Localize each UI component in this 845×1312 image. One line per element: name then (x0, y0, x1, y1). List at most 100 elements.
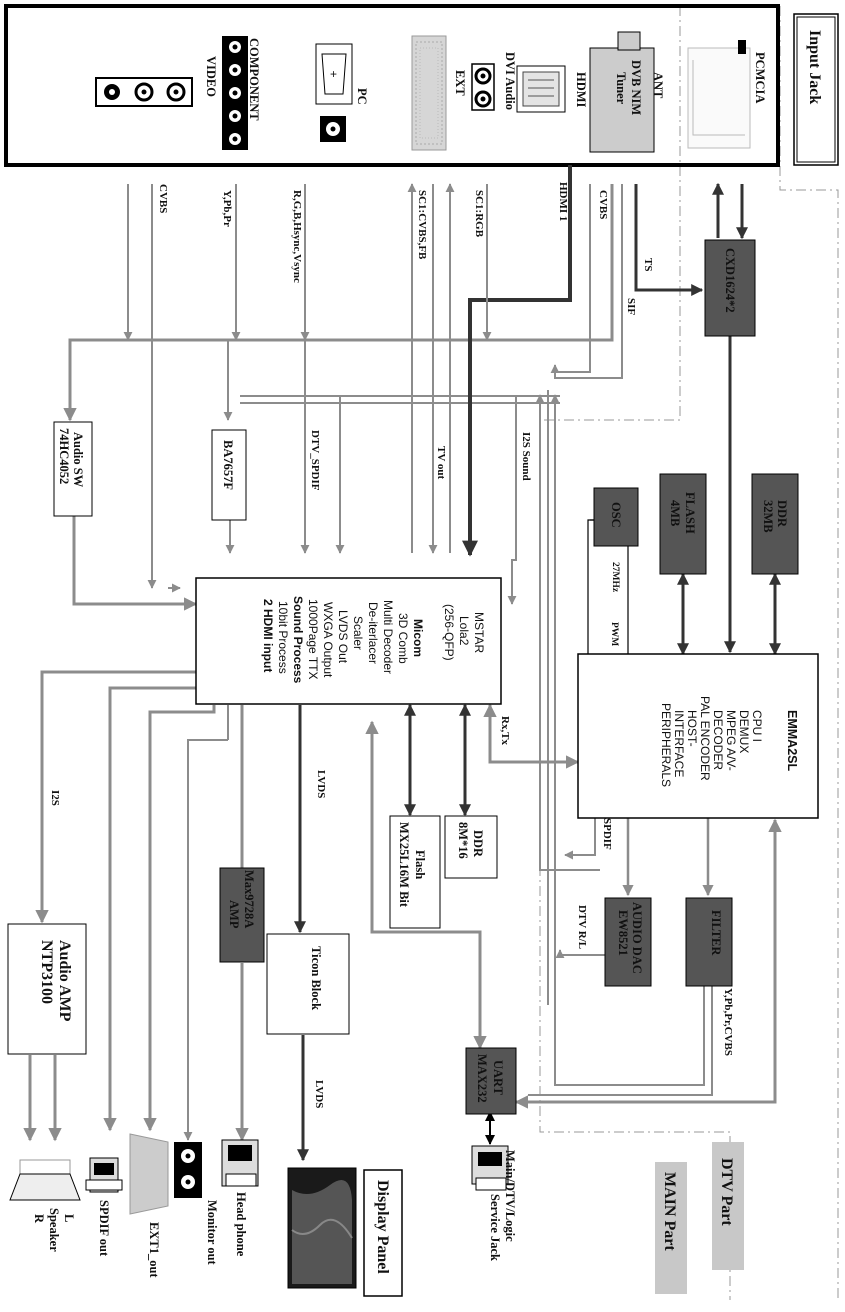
svg-text:Speaker: Speaker (47, 1208, 61, 1252)
filter-block: FILTER (685, 897, 733, 987)
display-panel: Display Panel (287, 1167, 403, 1297)
region-borders (539, 5, 839, 1300)
tuner-label-2: Tuner (614, 72, 628, 105)
uart-block: UART MAX232 (465, 1047, 517, 1115)
svg-text:CXD1624*2: CXD1624*2 (723, 248, 737, 313)
svg-text:FILTER: FILTER (709, 910, 723, 956)
ddr816-block: DDR 8M*16 (444, 815, 498, 879)
label-sc1-cvbs: SC1:CVBS,FB (416, 190, 428, 260)
svg-text:Lola2: Lola2 (457, 616, 471, 646)
svg-text:PERIPHERALS: PERIPHERALS (659, 703, 673, 787)
audio-sw-block: Audio SW 74HC4052 (53, 421, 93, 517)
ext-label: EXT (453, 70, 467, 96)
svg-text:NTP3100: NTP3100 (38, 940, 55, 1004)
pc-vga: + PC (315, 43, 369, 142)
svg-text:INTERFACE: INTERFACE (672, 710, 686, 777)
label-spdif: SPDIF (601, 818, 613, 850)
svg-text:1000Page TTX: 1000Page TTX (306, 599, 320, 680)
svg-text:MSTAR: MSTAR (472, 612, 486, 653)
ticon-block: Ticon Block (266, 933, 350, 1035)
signal-lines (23, 165, 782, 1162)
svg-text:8M*16: 8M*16 (456, 822, 470, 859)
main-part-box (655, 1162, 687, 1294)
dtv-region-border (680, 5, 839, 1300)
label-hdmi1: HDMI 1 (557, 182, 569, 221)
svg-text:3D Comb: 3D Comb (396, 613, 410, 664)
max9728a-block: Max9728A AMP (219, 867, 265, 963)
pc-label: PC (355, 88, 369, 105)
svg-text:Ticon Block: Ticon Block (309, 946, 323, 1010)
tuner-label-1: DVB NIM (629, 60, 643, 115)
part-labels: DTV Part MAIN Part (655, 1142, 744, 1294)
svg-text:CPU I: CPU I (750, 710, 764, 742)
svg-text:Monitor out: Monitor out (205, 1200, 219, 1266)
svg-text:10bit Process: 10bit Process (276, 601, 290, 674)
svg-text:De-iterlacer: De-iterlacer (366, 602, 380, 664)
svg-text:4MB: 4MB (668, 500, 682, 526)
pcmcia-slot: PCMCIA (687, 40, 767, 149)
service-jack: Main/DTV/Logic Service Jack (471, 1145, 517, 1261)
svg-text:Max9728A: Max9728A (242, 870, 256, 928)
input-jack-title: Input Jack (806, 30, 823, 104)
svg-text:PAL ENCODER: PAL ENCODER (698, 696, 712, 781)
label-cvbs-tuner: CVBS (597, 190, 609, 219)
svg-text:32MB: 32MB (761, 500, 775, 533)
svg-text:Sound Process: Sound Process (291, 596, 305, 684)
dtv-part-box (712, 1142, 744, 1270)
label-i2s-sound: I2S Sound (520, 432, 532, 481)
cxd-block: CXD1624*2 (704, 239, 756, 337)
ba7657f-block: BA7657F (211, 429, 247, 521)
emma-block: EMMA2SL CPU I DEMUX MPEG A/V- DECODER PA… (577, 653, 819, 819)
label-i2s: I2S (49, 790, 61, 806)
flash4-block: FLASH 4MB (659, 473, 707, 575)
svg-text:EMMA2SL: EMMA2SL (785, 710, 799, 771)
ext1-out-scart: EXT1_out (129, 1133, 169, 1278)
headphone-jack: Head phone (221, 1139, 259, 1257)
svg-text:DDR: DDR (775, 500, 789, 528)
svg-text:OSC: OSC (609, 502, 623, 528)
video-jacks (95, 77, 193, 107)
svg-text:Head phone: Head phone (234, 1192, 248, 1257)
speaker: L Speaker R (9, 1159, 81, 1252)
svg-text:MAX232: MAX232 (475, 1054, 489, 1103)
display-panel-label-box (363, 1169, 403, 1297)
label-lvds-2: LVDS (313, 1080, 325, 1108)
component-label: COMPONENT (247, 38, 261, 121)
dvi-audio-label: DVI Audio (503, 52, 517, 110)
svg-text:EXT1_out: EXT1_out (147, 1222, 161, 1278)
svg-text:Audio AMP: Audio AMP (56, 940, 73, 1022)
label-rxtx: Rx,Tx (499, 716, 511, 746)
audio-dac-block: AUDIO DAC EW8521 (604, 897, 652, 987)
video-label: VIDEO (204, 56, 218, 97)
label-cvbs-video: CVBS (157, 184, 169, 213)
ext-scart: EXT (411, 35, 467, 151)
ddr32-block: DDR 32MB (751, 473, 799, 575)
input-jack-label-box (793, 13, 839, 166)
flash-mx-block: Flash MX25L16M Bit (389, 815, 441, 929)
label-ypbpr: Y,Pb,Pr (221, 190, 233, 227)
svg-text:(256-QFP): (256-QFP) (442, 604, 456, 661)
input-jack-panel: Input Jack PCMCIA ANT DVB NIM Tuner HDMI… (4, 4, 839, 167)
svg-text:Multi Decoder: Multi Decoder (381, 600, 395, 674)
svg-text:Service Jack: Service Jack (488, 1194, 502, 1261)
label-27mhz: 27MHz (610, 562, 620, 593)
svg-text:EW8521: EW8521 (616, 910, 630, 956)
svg-text:AUDIO DAC: AUDIO DAC (630, 902, 644, 974)
label-ypbpr-cvbs: Y,Pb,Pr,CVBS (722, 988, 734, 1056)
main-part-label: MAIN Part (661, 1172, 678, 1251)
dtv-part-label: DTV Part (718, 1158, 735, 1226)
osc-block: OSC (593, 487, 639, 547)
spdif-out-jack: SPDIF out (85, 1157, 123, 1257)
ant-label: ANT (651, 72, 665, 99)
svg-text:Flash: Flash (413, 850, 427, 879)
signal-labels: HDMI 1 CVBS SC1:RGB SC1:CVBS,FB R,G,B,Hs… (49, 182, 734, 1108)
label-lvds-1: LVDS (315, 770, 327, 798)
svg-text:LVDS Out: LVDS Out (336, 610, 350, 664)
hdmi-label: HDMI (574, 72, 588, 108)
svg-text:DECODER: DECODER (711, 710, 725, 770)
audio-amp-block: Audio AMP NTP3100 (7, 923, 87, 1055)
svg-text:R: R (32, 1214, 46, 1224)
svg-text:Micom: Micom (411, 619, 425, 657)
svg-text:FLASH: FLASH (683, 492, 697, 534)
